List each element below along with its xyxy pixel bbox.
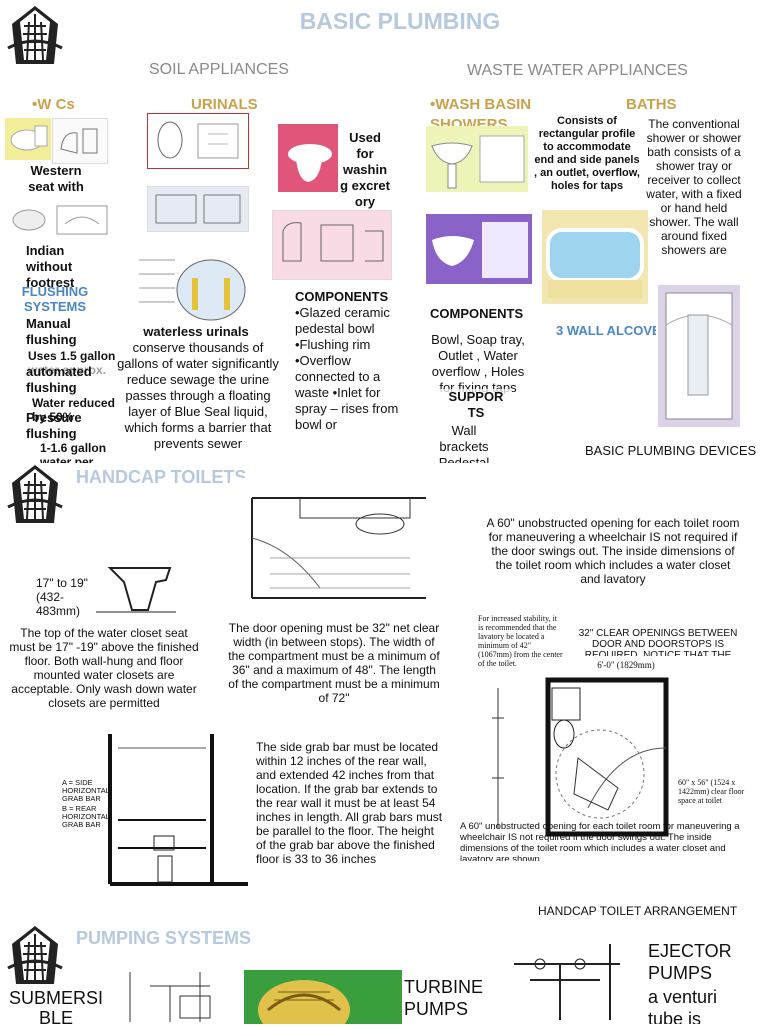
components-heading-mid: COMPONENTS (430, 306, 524, 321)
pressure-flushing: Pressure flushing (26, 410, 82, 441)
western-wc-image (5, 118, 51, 160)
water-reduced-text: Water reduced by 50% (32, 396, 115, 424)
diagram-left-note: For increased stability, it is recommend… (478, 614, 563, 668)
shower-description: The conventional shower or shower bath c… (646, 117, 742, 257)
components-left-text: •Glazed ceramic pedestal bowl •Flushing … (295, 305, 399, 432)
seat-dimension-label: 17" to 19" (432-483mm) (36, 576, 96, 618)
wall-alcove-label: 3 WALL ALCOVE (556, 323, 656, 338)
soil-appliances-heading: SOIL APPLIANCES (149, 61, 289, 78)
grab-bar-diagram (58, 728, 254, 890)
building-logo-icon (7, 465, 63, 523)
building-logo-icon (7, 926, 63, 984)
logo-top (6, 4, 64, 68)
ejector-pump-diagram (500, 934, 640, 1024)
bath-description: Consists of rectangular profile to accom… (534, 115, 640, 192)
submersible-label: SUBMERSI BLE (8, 988, 104, 1028)
grab-bar-text: The side grab bar must be located within… (256, 740, 443, 866)
ejector-label: EJECTOR PUMPS (648, 941, 732, 983)
indian-wc-image (7, 196, 113, 240)
manual-flushing: Manual flushing (26, 316, 77, 347)
diagram-clear-space: 60" x 56" (1524 x 1422mm) clear floor sp… (678, 778, 745, 805)
indian-wc-text: Indian without footrest (26, 243, 75, 287)
gallon-range-text: 1-1.6 gallon water per (40, 441, 107, 463)
grab-legend-a: A = SIDE HORIZONTAL GRAB BAR (62, 778, 110, 803)
bathtub-image (542, 210, 648, 304)
toilet-plan-diagram (230, 478, 434, 612)
waterless-urinals-text: conserve thousands of gallons of water s… (117, 340, 279, 451)
diagram-bottom-note: A 60" unobstructed opening for each toil… (460, 821, 740, 861)
wcs-label: •W Cs (32, 96, 75, 113)
ejector-text: a venturi tube is (648, 987, 718, 1024)
seat-height-text: The top of the water closet seat must be… (9, 626, 199, 710)
supports-heading: SUPPOR TS (440, 389, 512, 421)
handicap-title: HANDCAP TOILETS (76, 467, 247, 487)
toilet-arrangement-diagram (478, 598, 750, 870)
shower-cubicle-image (658, 285, 740, 427)
components-mid-text: Bowl, Soap tray, Outlet , Water overflow… (431, 332, 525, 394)
handicap-arrangement-label: HANDCAP TOILET ARRANGEMENT (538, 904, 738, 918)
wash-basin-image-1 (426, 126, 528, 192)
diagram-dim-top: 6'-0" (1829mm) (597, 660, 655, 670)
building-logo-icon (7, 6, 63, 64)
door-opening-text: The door opening must be 32" net clear w… (228, 621, 440, 705)
logo-middle (6, 460, 64, 530)
turbine-label: TURBINE PUMPS (404, 977, 484, 1019)
bidet-image (278, 124, 338, 192)
waterless-urinal-image (135, 248, 251, 324)
turbine-pump-image (244, 970, 402, 1024)
urinal-image-1 (147, 113, 249, 169)
submersible-pump-diagram (110, 966, 244, 1024)
urinals-label: URINALS (191, 96, 258, 113)
wash-basin-image-2 (426, 214, 532, 284)
supports-text: Wall brackets Pedestal (438, 423, 490, 463)
opening-requirement-text: A 60" unobstructed opening for each toil… (486, 516, 740, 586)
pumping-title: PUMPING SYSTEMS (76, 928, 252, 948)
bidet-diagram-image (272, 210, 392, 280)
components-heading-left: COMPONENTS (295, 289, 389, 304)
basic-devices-label: BASIC PLUMBING DEVICES (585, 443, 757, 458)
flushing-systems-heading: FLUSHING SYSTEMS (21, 284, 89, 314)
automated-flushing: automated flushing (26, 364, 110, 396)
baths-label: BATHS (626, 96, 677, 113)
waste-water-heading: WASTE WATER APPLIANCES (467, 62, 688, 79)
wash-basin-label: •WASH BASIN (430, 96, 532, 113)
grab-legend-b: B = REAR HORIZONTAL GRAB BAR (62, 804, 110, 829)
showers-label: SHOWERS (430, 116, 508, 126)
urinal-image-2 (147, 186, 249, 232)
page-title: BASIC PLUMBING (299, 8, 501, 34)
logo-bottom (6, 922, 64, 990)
diagram-top-note: 32" CLEAR OPENINGS BETWEEN DOOR AND DOOR… (578, 628, 738, 656)
waterless-urinals-heading: waterless urinals (143, 324, 249, 339)
wc-diagram-image (52, 118, 108, 164)
